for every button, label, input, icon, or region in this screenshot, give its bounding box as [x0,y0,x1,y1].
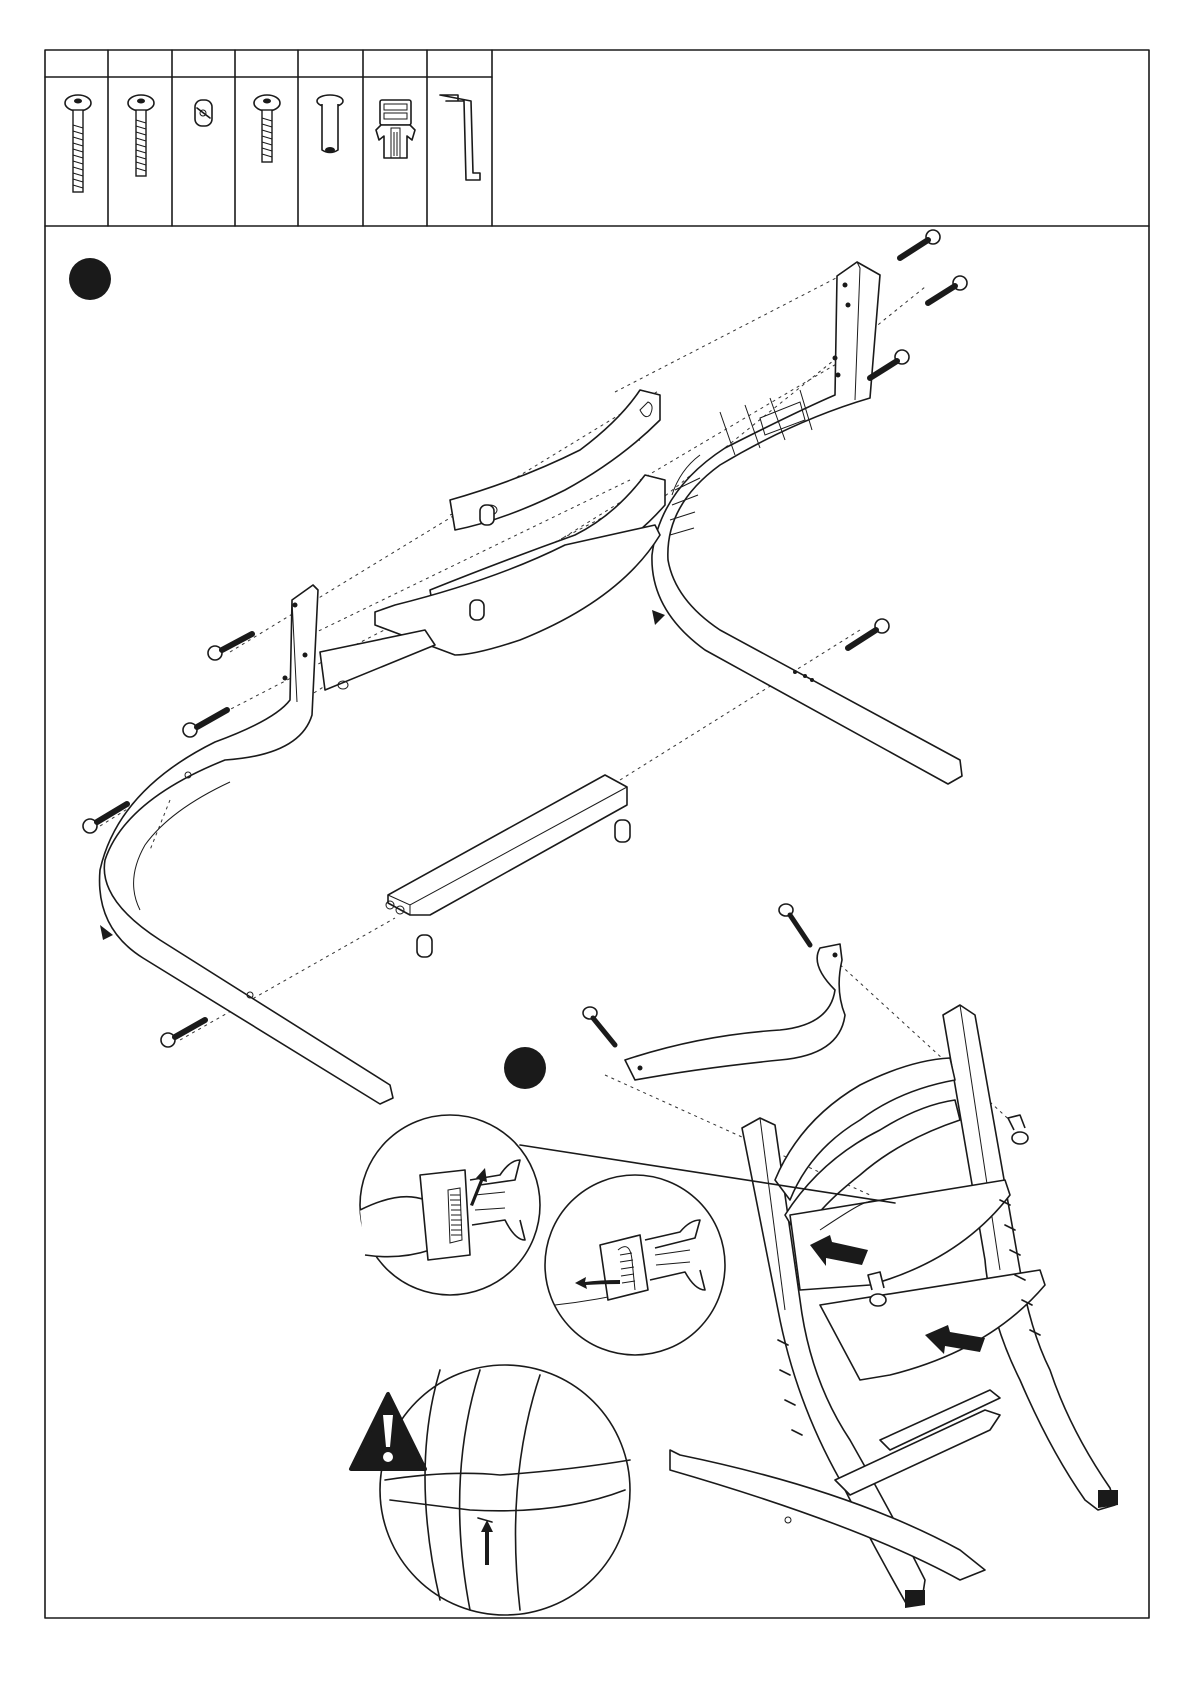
front-crossbar [320,630,435,690]
long-bolt-icon [65,95,91,192]
buckle-lift-arrow [470,1168,487,1206]
sleeve-nut-icon [317,95,343,153]
buckle-detail-closed [360,1115,540,1295]
buckle-detail-open [545,1175,725,1355]
warning-detail [380,1365,630,1615]
right-side-frame [652,262,962,784]
assembly-guide-lines [100,276,925,1040]
allen-key-icon [440,95,480,180]
medium-bolt-icon [128,95,154,176]
step-2-marker [504,1047,546,1089]
seat-guard-bar [625,944,845,1080]
page-frame [45,50,1149,1618]
footrest-crossbar [386,775,630,957]
bolt-1 [900,230,940,258]
bolt-3 [870,350,909,378]
bolt-8 [161,1020,205,1047]
bolt-4 [848,619,889,648]
step-1-marker [69,258,111,300]
guard-bolt-left [583,1007,615,1045]
bolt-6 [183,710,227,737]
guard-bolt-right [779,904,810,945]
short-bolt-icon [254,95,280,162]
barrel-nut-backrest-upper [480,505,494,525]
parts-table [45,50,492,226]
barrel-nut-backrest-lower [470,600,484,620]
chair-base-runner [670,1450,985,1580]
warning-pointer-arrow [481,1520,493,1565]
bolt-5 [208,634,252,660]
barrel-nut-icon [195,100,212,126]
buckle-icon [376,100,415,158]
bolt-2 [928,276,967,303]
sleeve-nut-backrest [1008,1115,1028,1144]
